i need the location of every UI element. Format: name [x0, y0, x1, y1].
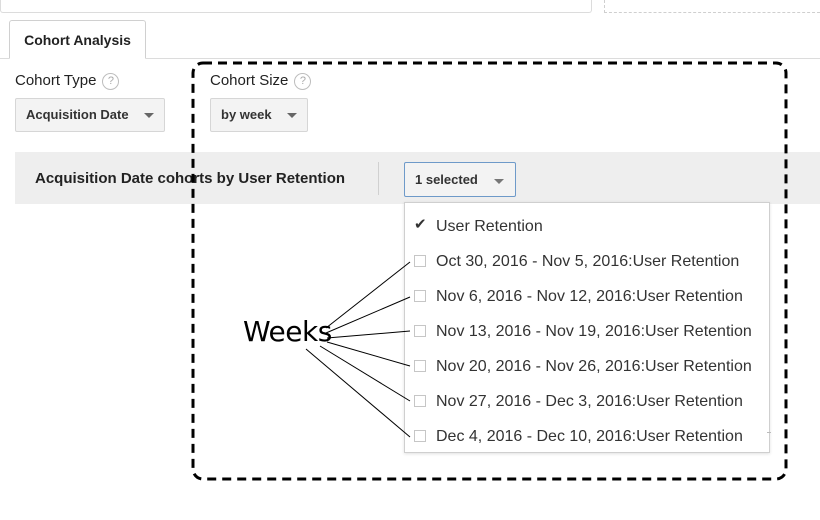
checkbox[interactable]	[414, 255, 426, 267]
annotation-pointer-line	[325, 296, 411, 334]
cohort-size-label-text: Cohort Size	[210, 72, 289, 89]
caret-down-icon	[494, 179, 504, 184]
weeks-annotation-label: Weeks	[243, 315, 332, 348]
report-title: Acquisition Date cohorts by User Retenti…	[35, 170, 346, 187]
menu-item-week-4[interactable]: Nov 20, 2016 - Nov 26, 2016:User Retenti…	[405, 349, 769, 384]
menu-item-label: Oct 30, 2016 - Nov 5, 2016:User Retentio…	[436, 253, 740, 270]
annotation-pointer-line	[325, 261, 411, 329]
menu-item-label: Nov 20, 2016 - Nov 26, 2016:User Retenti…	[436, 358, 752, 375]
help-icon[interactable]: ?	[102, 73, 120, 90]
cohort-type-label-text: Cohort Type	[15, 72, 97, 89]
menu-item-label: Nov 27, 2016 - Dec 3, 2016:User Retentio…	[436, 393, 743, 410]
annotation-pointer-line	[319, 345, 411, 402]
top-panel-right	[604, 0, 820, 13]
metric-selector-menu: ✔ User Retention Oct 30, 2016 - Nov 5, 2…	[404, 202, 770, 453]
checkbox[interactable]	[414, 290, 426, 302]
cohort-size-dropdown[interactable]: by week	[210, 98, 308, 132]
menu-item-week-5[interactable]: Nov 27, 2016 - Dec 3, 2016:User Retentio…	[405, 384, 769, 419]
menu-item-week-3[interactable]: Nov 13, 2016 - Nov 19, 2016:User Retenti…	[405, 314, 769, 349]
checkbox[interactable]	[414, 395, 426, 407]
checkbox[interactable]	[414, 430, 426, 442]
metric-selector-value: 1 selected	[415, 172, 478, 187]
tab-cohort-analysis[interactable]: Cohort Analysis	[9, 20, 146, 59]
checkbox[interactable]	[414, 360, 426, 372]
menu-item-week-1[interactable]: Oct 30, 2016 - Nov 5, 2016:User Retentio…	[405, 244, 769, 279]
annotation-pointer-line	[326, 341, 411, 367]
check-icon[interactable]: ✔	[414, 216, 427, 233]
cohort-size-label: Cohort Size?	[210, 72, 312, 90]
top-panel-left	[0, 0, 592, 13]
menu-item-user-retention[interactable]: ✔ User Retention	[405, 209, 769, 244]
checkbox[interactable]	[414, 325, 426, 337]
menu-item-label: User Retention	[436, 218, 543, 235]
caret-down-icon	[287, 113, 297, 118]
annotation-pointer-line	[305, 348, 411, 438]
tab-bar-divider	[0, 58, 820, 59]
annotation-pointer-line	[326, 330, 411, 339]
cohort-size-value: by week	[221, 107, 272, 122]
help-icon[interactable]: ?	[294, 73, 312, 90]
menu-item-week-6[interactable]: Dec 4, 2016 - Dec 10, 2016:User Retentio…	[405, 419, 769, 454]
cohort-type-dropdown[interactable]: Acquisition Date	[15, 98, 165, 132]
header-separator	[378, 162, 379, 195]
menu-edge-stub	[767, 432, 771, 433]
cohort-type-label: Cohort Type?	[15, 72, 120, 90]
menu-item-label: Dec 4, 2016 - Dec 10, 2016:User Retentio…	[436, 428, 743, 445]
caret-down-icon	[144, 113, 154, 118]
cohort-type-value: Acquisition Date	[26, 107, 129, 122]
menu-item-label: Nov 13, 2016 - Nov 19, 2016:User Retenti…	[436, 323, 752, 340]
menu-item-label: Nov 6, 2016 - Nov 12, 2016:User Retentio…	[436, 288, 743, 305]
menu-item-week-2[interactable]: Nov 6, 2016 - Nov 12, 2016:User Retentio…	[405, 279, 769, 314]
metric-selector-dropdown[interactable]: 1 selected	[404, 162, 516, 197]
